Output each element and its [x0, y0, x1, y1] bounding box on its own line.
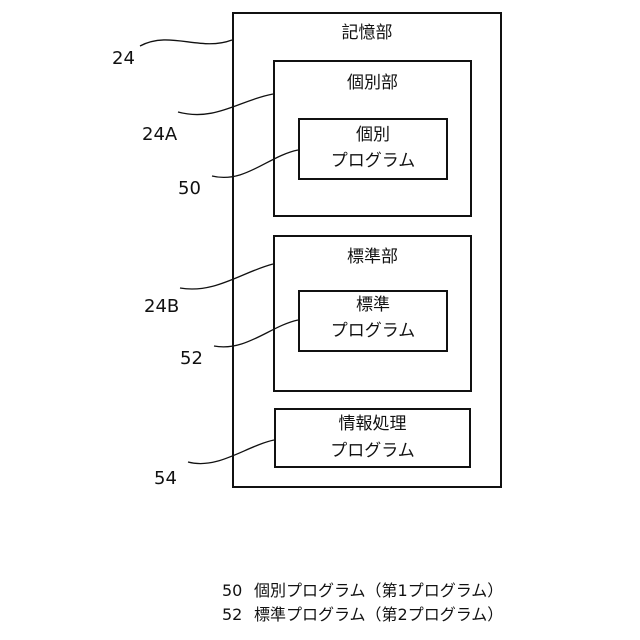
storage-ref: 24	[112, 48, 135, 70]
legend-text: 個別プログラム（第1プログラム）	[254, 580, 503, 602]
standard-section-ref: 24B	[144, 296, 179, 318]
individual-program-ref: 50	[178, 178, 201, 200]
info-program-line2: プログラム	[274, 440, 471, 462]
storage-title: 記憶部	[232, 22, 502, 44]
standard-program-ref: 52	[180, 348, 203, 370]
standard-program-line2: プログラム	[298, 320, 448, 342]
individual-program-line2: プログラム	[298, 150, 448, 172]
legend-item: 50個別プログラム（第1プログラム）	[222, 580, 503, 602]
leader-24	[140, 40, 232, 46]
legend-num: 50	[222, 580, 254, 602]
legend-num: 52	[222, 604, 254, 626]
individual-section-ref: 24A	[142, 124, 177, 146]
info-program-ref: 54	[154, 468, 177, 490]
standard-program-line1: 標準	[298, 294, 448, 316]
individual-program-line1: 個別	[298, 124, 448, 146]
info-program-line1: 情報処理	[274, 413, 471, 435]
legend-text: 標準プログラム（第2プログラム）	[254, 604, 503, 626]
individual-section-title: 個別部	[273, 72, 472, 94]
legend-item: 52標準プログラム（第2プログラム）	[222, 604, 503, 626]
standard-section-title: 標準部	[273, 246, 472, 268]
